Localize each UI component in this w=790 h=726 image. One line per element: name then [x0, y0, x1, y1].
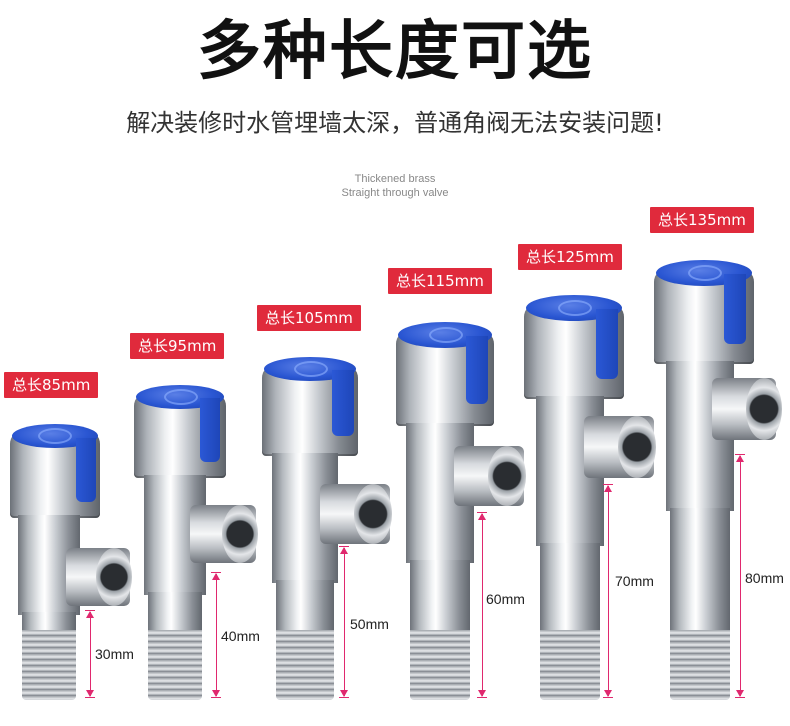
- dimension-line: [90, 612, 91, 696]
- outlet-opening-icon: [354, 484, 392, 544]
- length-tag: 总长135mm: [650, 207, 754, 233]
- handle-icon: [200, 398, 220, 462]
- thread-section: [410, 630, 470, 700]
- handle-icon: [332, 370, 354, 436]
- handle-icon: [724, 274, 746, 344]
- length-tag: 总长115mm: [388, 268, 492, 294]
- page-title: 多种长度可选: [197, 15, 593, 89]
- valve-neck: [148, 592, 202, 632]
- valve-neck: [670, 508, 730, 632]
- valve-neck: [410, 560, 470, 632]
- outlet-opening-icon: [222, 505, 258, 563]
- brand-line-2: Straight through valve: [341, 187, 449, 199]
- dimension-label: 80mm: [744, 570, 785, 586]
- outlet-opening-icon: [96, 548, 132, 606]
- valve-neck: [22, 612, 76, 632]
- length-tag: 总长85mm: [4, 372, 99, 398]
- dimension-line: [608, 486, 609, 696]
- dimension-line: [344, 548, 345, 696]
- dimension-line: [482, 514, 483, 696]
- thread-section: [22, 630, 76, 700]
- brand-caption: Thickened brass Straight through valve: [0, 172, 790, 200]
- length-tag: 总长125mm: [518, 244, 622, 270]
- dimension-label: 40mm: [220, 628, 261, 644]
- dimension-label: 60mm: [485, 591, 526, 607]
- dimension-label: 70mm: [614, 573, 655, 589]
- handle-icon: [76, 438, 96, 502]
- length-tag: 总长105mm: [257, 305, 361, 331]
- valve-neck: [276, 580, 334, 632]
- page-subtitle: 解决装修时水管埋墙太深，普通角阀无法安装问题!: [126, 109, 664, 137]
- length-tag: 总长95mm: [130, 333, 225, 359]
- valve-neck: [540, 543, 600, 632]
- dimension-label: 50mm: [349, 616, 390, 632]
- outlet-opening-icon: [746, 378, 782, 440]
- dimension-label: 30mm: [94, 646, 135, 662]
- dimension-line: [216, 574, 217, 696]
- handle-icon: [596, 309, 618, 379]
- brand-line-1: Thickened brass: [354, 173, 436, 185]
- handle-icon: [466, 336, 488, 404]
- outlet-opening-icon: [488, 446, 526, 506]
- dimension-line: [740, 456, 741, 696]
- thread-section: [670, 630, 730, 700]
- thread-section: [148, 630, 202, 700]
- thread-section: [276, 630, 334, 700]
- outlet-opening-icon: [618, 416, 656, 478]
- thread-section: [540, 630, 600, 700]
